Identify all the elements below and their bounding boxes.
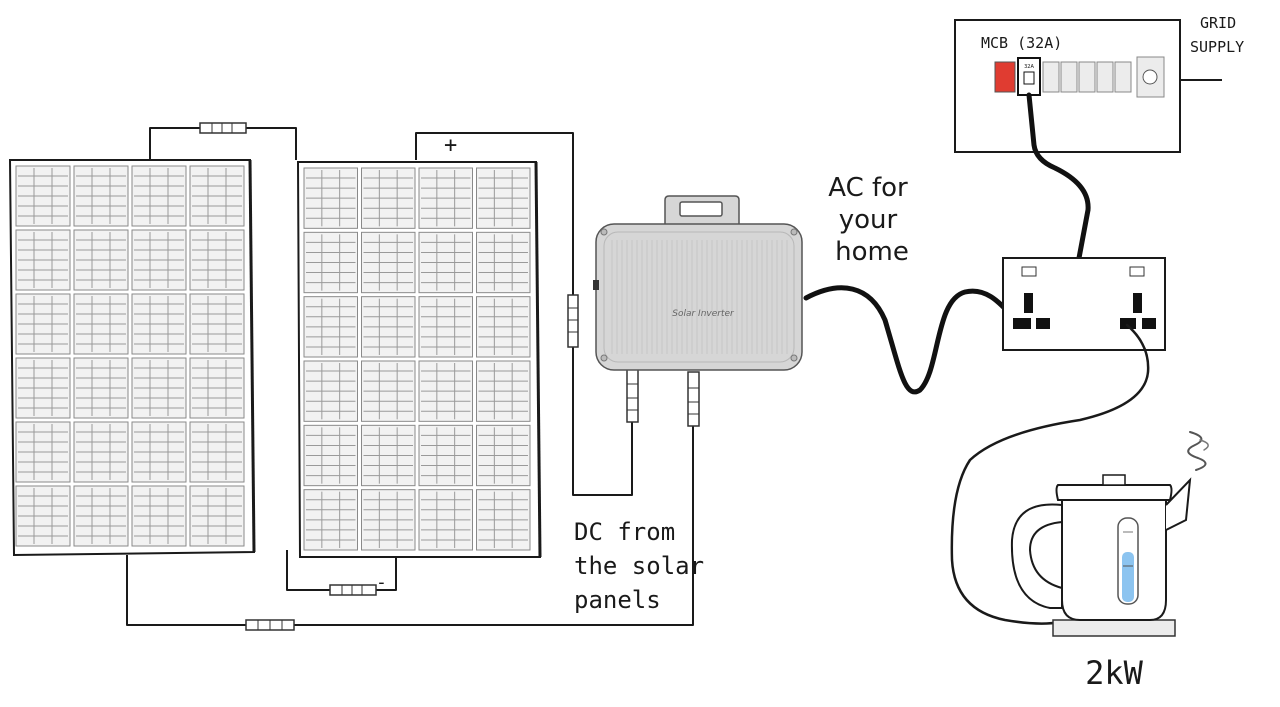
ac-cable: [803, 285, 1021, 395]
consumer-unit: MCB (32A) 32A: [954, 19, 1181, 153]
solar-cells-right: [303, 167, 531, 551]
dc-label: DC from the solar panels: [574, 518, 704, 614]
solar-cells-left: [15, 165, 245, 547]
solar-panel-left: [8, 159, 256, 557]
solar-inverter: Solar Inverter: [593, 195, 803, 371]
svg-text:SUPPLY: SUPPLY: [1190, 38, 1244, 56]
solar-panel-right: [296, 161, 542, 558]
grid-supply-label: GRID SUPPLY: [1190, 14, 1244, 56]
mc4-connector-inverter-left: [626, 367, 639, 423]
breaker-red: [994, 61, 1016, 93]
inverter-label: Solar Inverter: [672, 309, 735, 319]
svg-text:your: your: [839, 205, 898, 235]
svg-text:GRID: GRID: [1200, 14, 1236, 32]
inverter-fins: [611, 240, 788, 354]
svg-text:DC from: DC from: [574, 518, 675, 546]
ac-label: AC for your home: [828, 173, 909, 267]
kettle: [1010, 431, 1209, 637]
kettle-cable: [950, 323, 1150, 625]
mc4-connector-minus: [329, 584, 377, 596]
mcb-cable: [1026, 92, 1091, 261]
plus-mark: +: [444, 133, 457, 158]
mc4-connector-top: [199, 122, 247, 134]
double-socket: [1002, 257, 1166, 351]
svg-text:32A: 32A: [1024, 64, 1034, 70]
mc4-connector-inverter-right: [687, 371, 700, 427]
svg-text:home: home: [835, 237, 909, 267]
kettle-base: [1052, 619, 1176, 637]
kettle-body: [1061, 486, 1167, 621]
socket-left: [1013, 293, 1050, 329]
mc4-connector-bottom: [245, 619, 295, 631]
socket-right: [1120, 293, 1156, 329]
mc4-connector-right: [567, 294, 579, 348]
power-label: 2kW: [1085, 654, 1144, 692]
kettle-handle: [1010, 503, 1063, 609]
mcb-label: MCB (32A): [981, 34, 1062, 52]
kettle-spout: [1165, 477, 1192, 531]
water-level: [1122, 552, 1134, 602]
svg-text:AC for: AC for: [828, 173, 908, 203]
steam-icon: [1187, 431, 1209, 471]
svg-text:the solar: the solar: [574, 552, 704, 580]
minus-mark: -: [376, 572, 387, 593]
svg-text:panels: panels: [574, 586, 661, 614]
mc4-connectors: [199, 122, 700, 631]
